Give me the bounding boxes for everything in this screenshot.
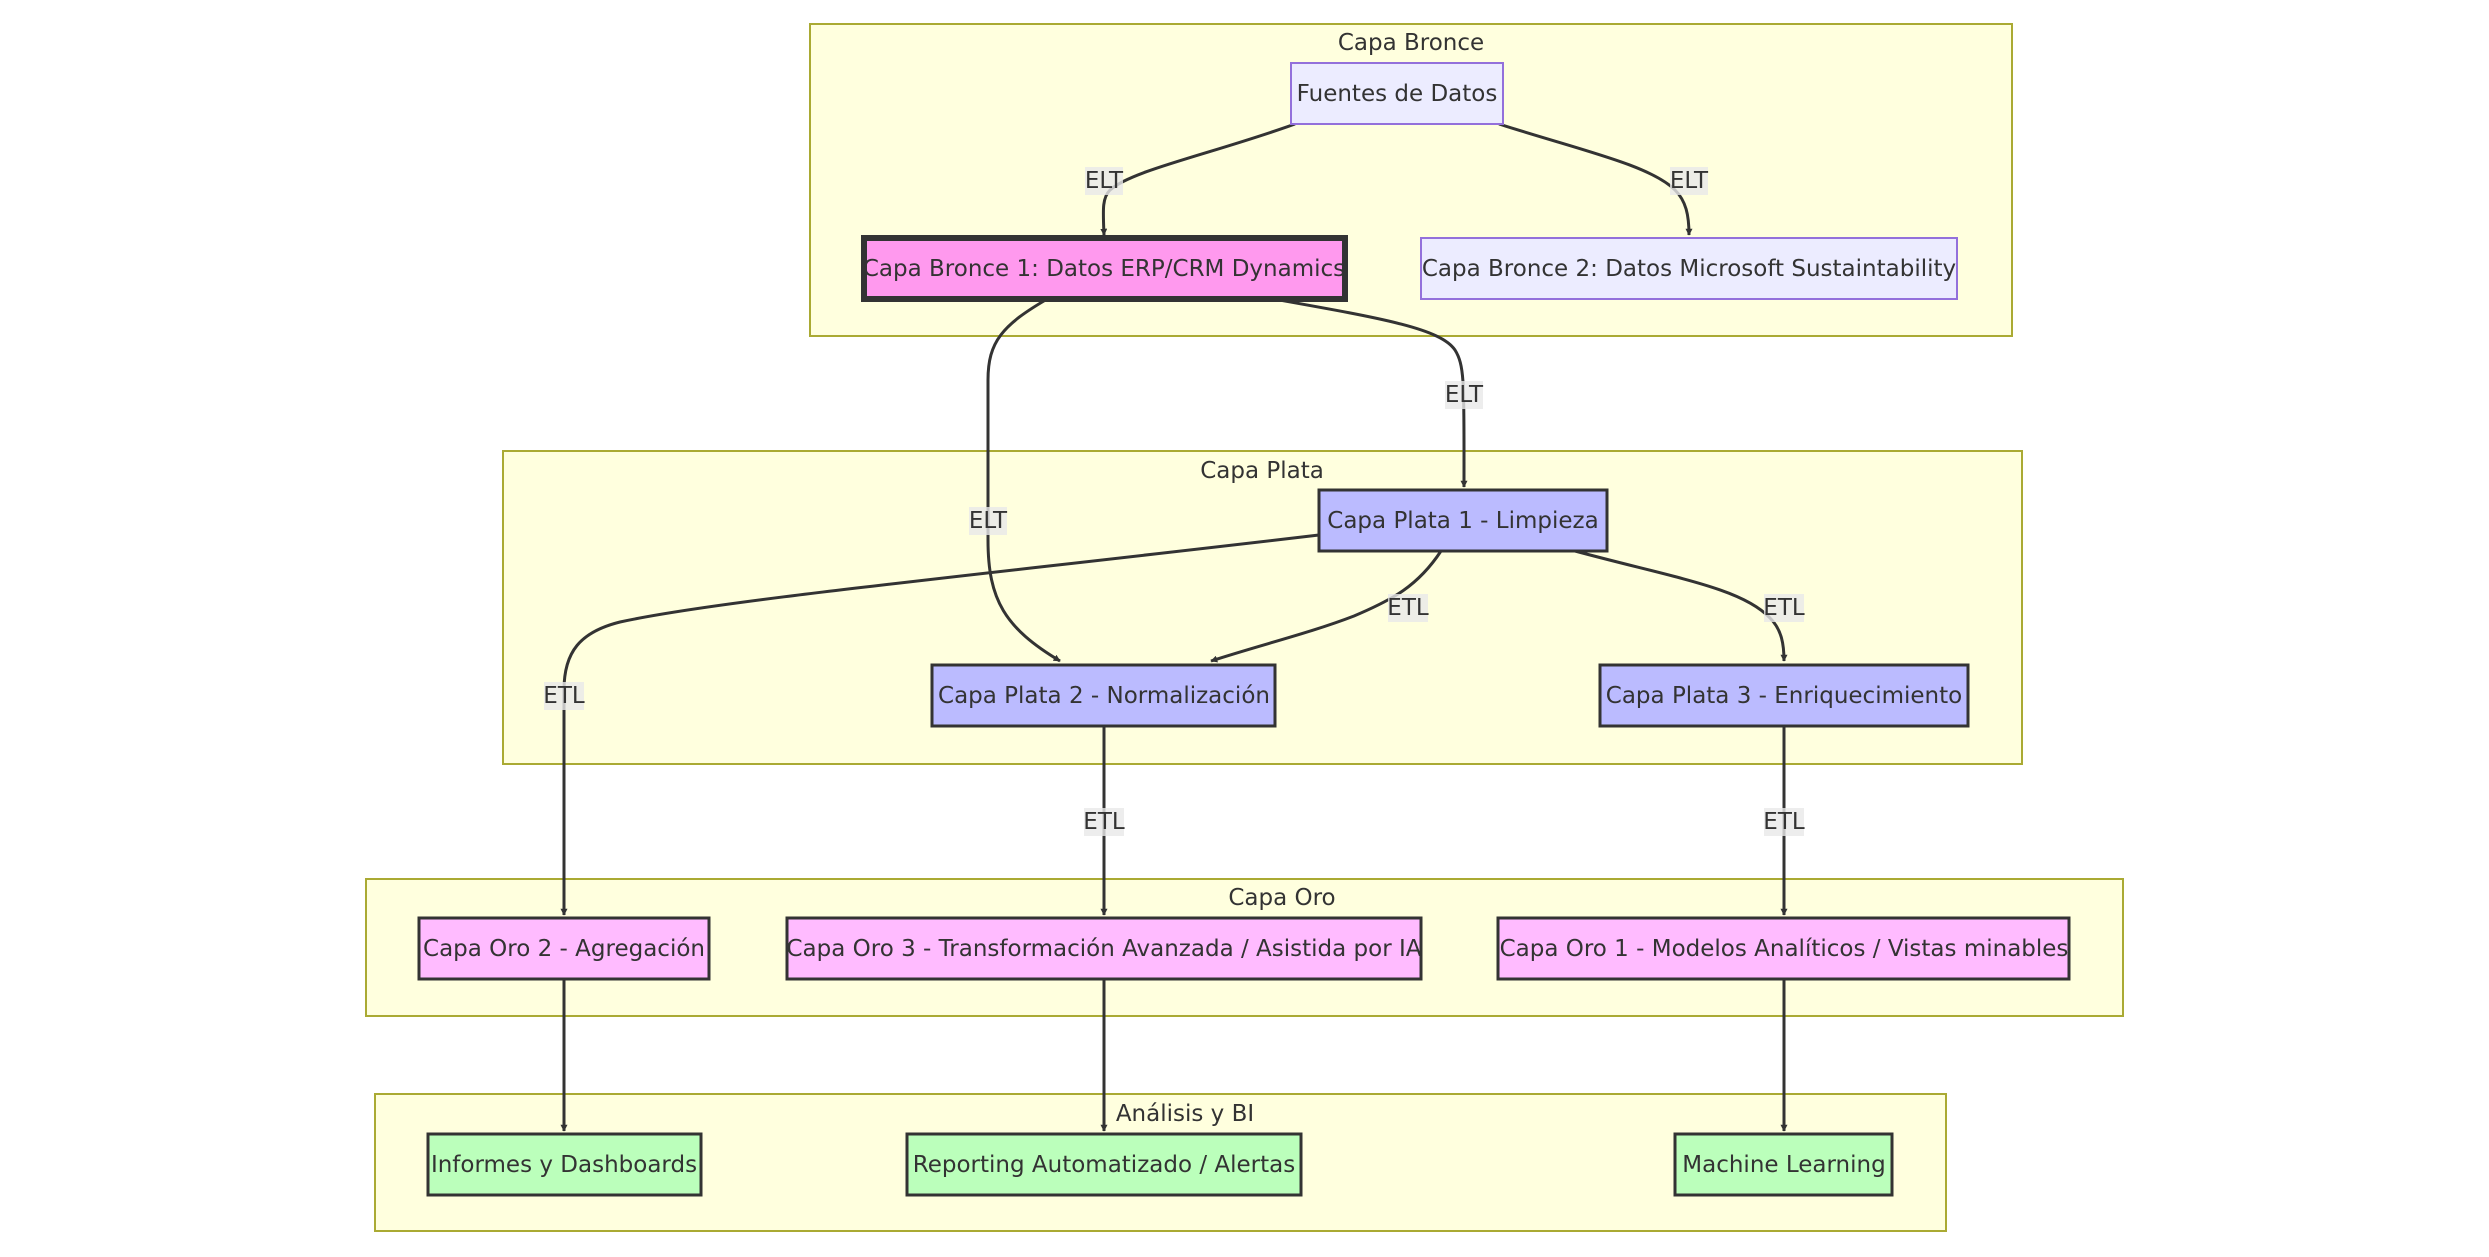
- edge-label-bronce1-plata1-text: ELT: [1445, 382, 1484, 408]
- edge-plata1-to-plata2: [1210, 550, 1443, 663]
- node-capa-plata-2-label: Capa Plata 2 - Normalización: [938, 683, 1270, 709]
- edge-label-fuentes-bronce2-text: ELT: [1670, 168, 1709, 194]
- node-capa-plata-2: Capa Plata 2 - Normalización: [930, 663, 1277, 728]
- node-capa-bronce-2: Capa Bronce 2: Datos Microsoft Sustainta…: [1420, 237, 1958, 300]
- node-informes-y-dashboards: Informes y Dashboards: [426, 1132, 703, 1197]
- node-capa-bronce-1: Capa Bronce 1: Datos ERP/CRM Dynamics: [861, 235, 1348, 302]
- edge-label-fuentes-bronce1: ELT: [1085, 167, 1124, 195]
- node-capa-oro-3: Capa Oro 3 - Transformación Avanzada / A…: [785, 916, 1423, 981]
- edge-plata1-to-plata3: [1574, 549, 1788, 662]
- cluster-capa-plata-title: Capa Plata: [1200, 458, 1324, 484]
- cluster-capa-oro-title: Capa Oro: [1228, 885, 1335, 911]
- edge-label-bronce1-plata1: ELT: [1445, 381, 1484, 409]
- node-capa-bronce-2-label: Capa Bronce 2: Datos Microsoft Sustainta…: [1422, 256, 1956, 282]
- node-capa-plata-1-label: Capa Plata 1 - Limpieza: [1327, 508, 1598, 534]
- edge-label-plata2-oro3-text: ETL: [1083, 809, 1125, 835]
- node-informes-y-dashboards-label: Informes y Dashboards: [431, 1152, 697, 1178]
- edge-label-plata1-plata2-text: ETL: [1387, 595, 1429, 621]
- nodes: Fuentes de Datos Capa Bronce 1: Datos ER…: [417, 62, 2071, 1197]
- node-capa-oro-1: Capa Oro 1 - Modelos Analíticos / Vistas…: [1496, 916, 2071, 981]
- node-capa-plata-3-label: Capa Plata 3 - Enriquecimiento: [1606, 683, 1962, 709]
- node-machine-learning: Machine Learning: [1673, 1132, 1894, 1197]
- node-capa-bronce-1-label: Capa Bronce 1: Datos ERP/CRM Dynamics: [863, 256, 1345, 282]
- edge-label-plata1-plata3: ETL: [1763, 594, 1805, 622]
- node-capa-plata-3: Capa Plata 3 - Enriquecimiento: [1598, 663, 1970, 728]
- edge-labels: ELT ELT ELT ELT ETL ETL ETL ETL: [543, 167, 1805, 836]
- edge-label-plata1-plata2: ETL: [1387, 594, 1429, 622]
- edge-plata1-to-oro2: [560, 533, 1320, 916]
- node-fuentes-de-datos: Fuentes de Datos: [1290, 62, 1504, 125]
- node-reporting-automatizado: Reporting Automatizado / Alertas: [905, 1132, 1303, 1197]
- edge-label-plata1-oro2-text: ETL: [543, 683, 585, 709]
- edge-fuentes-to-bronce1: [1100, 122, 1296, 236]
- edge-label-plata2-oro3: ETL: [1083, 808, 1125, 836]
- edge-bronce1-to-plata2: [986, 296, 1061, 663]
- edge-fuentes-to-bronce2: [1498, 122, 1693, 236]
- node-capa-oro-1-label: Capa Oro 1 - Modelos Analíticos / Vistas…: [1500, 936, 2069, 962]
- edge-label-fuentes-bronce2: ELT: [1670, 167, 1709, 195]
- node-capa-oro-2-label: Capa Oro 2 - Agregación: [423, 936, 705, 962]
- node-machine-learning-label: Machine Learning: [1682, 1152, 1885, 1178]
- edge-label-bronce1-plata2-text: ELT: [969, 508, 1008, 534]
- edge-label-plata1-plata3-text: ETL: [1763, 595, 1805, 621]
- edge-label-plata3-oro1-text: ETL: [1763, 809, 1805, 835]
- node-reporting-automatizado-label: Reporting Automatizado / Alertas: [913, 1152, 1295, 1178]
- cluster-capa-bronce-title: Capa Bronce: [1338, 30, 1484, 56]
- node-capa-plata-1: Capa Plata 1 - Limpieza: [1317, 488, 1609, 553]
- edge-label-bronce1-plata2: ELT: [969, 507, 1008, 535]
- node-fuentes-de-datos-label: Fuentes de Datos: [1297, 81, 1498, 107]
- edge-label-plata3-oro1: ETL: [1763, 808, 1805, 836]
- node-capa-oro-3-label: Capa Oro 3 - Transformación Avanzada / A…: [786, 936, 1421, 962]
- edge-label-plata1-oro2: ETL: [543, 682, 585, 710]
- node-capa-oro-2: Capa Oro 2 - Agregación: [417, 916, 711, 981]
- edge-label-fuentes-bronce1-text: ELT: [1085, 168, 1124, 194]
- cluster-analisis-bi-title: Análisis y BI: [1116, 1101, 1254, 1127]
